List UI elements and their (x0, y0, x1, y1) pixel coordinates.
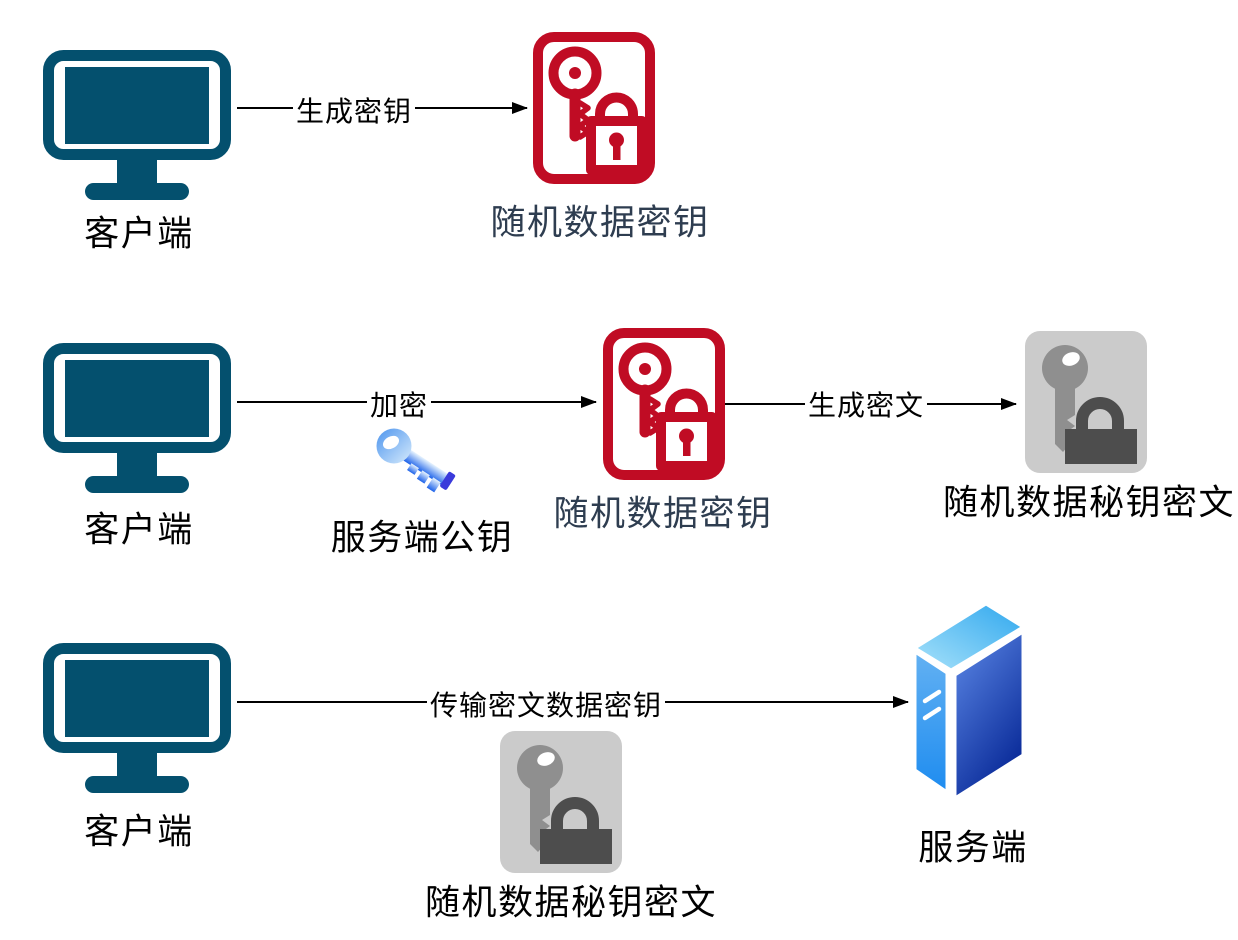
client-computer-icon (43, 343, 231, 493)
client-computer-icon (43, 643, 231, 793)
encrypted-key-ciphertext-icon (1025, 331, 1147, 473)
random-data-key-icon (533, 32, 655, 184)
client-label-2: 客户端 (84, 510, 194, 550)
server-label: 服务端 (918, 828, 1028, 868)
encrypted-key-ciphertext-label-2: 随机数据秘钥密文 (424, 883, 718, 923)
edge-label-generate-ciphertext: 生成密文 (804, 384, 928, 424)
random-data-key-icon (603, 328, 725, 480)
client-label-3: 客户端 (84, 812, 194, 852)
random-data-key-label-1: 随机数据密钥 (490, 203, 710, 243)
edge-label-transmit-ciphertext: 传输密文数据密钥 (426, 684, 666, 724)
server-public-key-label: 服务端公钥 (330, 518, 514, 558)
client-label-1: 客户端 (84, 214, 194, 254)
client-computer-icon (43, 50, 231, 200)
edge-label-generate-key: 生成密钥 (292, 90, 416, 130)
server-icon (913, 602, 1025, 802)
random-data-key-label-2: 随机数据密钥 (553, 494, 773, 534)
edge-label-encrypt: 加密 (366, 384, 432, 424)
encrypted-key-ciphertext-label-1: 随机数据秘钥密文 (942, 483, 1236, 523)
encrypted-key-ciphertext-icon (500, 731, 622, 873)
server-public-key-icon (368, 424, 468, 496)
